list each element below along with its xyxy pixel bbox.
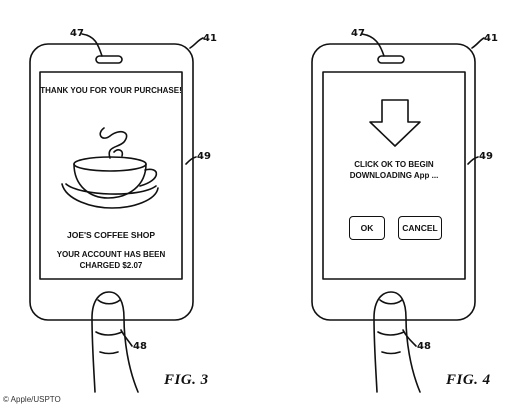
fig3-phone-body: [29, 43, 194, 321]
fig4-label: FIG. 4: [446, 372, 491, 388]
fig4-leader-47: [361, 33, 385, 57]
fig3-ref-41: 41: [203, 33, 217, 44]
image-credit: © Apple/USPTO: [3, 395, 61, 404]
fig3-leader-41: [189, 37, 204, 49]
fig3-label: FIG. 3: [164, 372, 209, 388]
cancel-button[interactable]: CANCEL: [398, 216, 442, 240]
fig3-ref-48: 48: [133, 341, 147, 352]
fig4-ref-47: 47: [351, 28, 365, 39]
fig3-purchase-title: THANK YOU FOR YOUR PURCHASE!: [40, 86, 182, 95]
fig3-leader-47: [81, 33, 103, 57]
fig3-charge-line2: CHARGED $2.07: [79, 261, 143, 270]
fig4-message-line2: DOWNLOADING App ...: [349, 171, 439, 180]
fig4-leader-48: [402, 329, 417, 347]
fig4-ref-41: 41: [484, 33, 498, 44]
fig3-shop-name: JOE'S COFFEE SHOP: [67, 230, 155, 240]
fig4-finger: [373, 291, 421, 393]
fig4-ref-48: 48: [417, 341, 431, 352]
ok-button[interactable]: OK: [349, 216, 385, 240]
fig4-message-line1: CLICK OK TO BEGIN: [354, 160, 434, 169]
fig4-ref-49: 49: [479, 151, 493, 162]
fig3-ref-49: 49: [197, 151, 211, 162]
fig3-finger: [91, 291, 139, 393]
fig4-phone-body: [311, 43, 476, 321]
fig3-ref-47: 47: [70, 28, 84, 39]
down-arrow-icon: [369, 99, 421, 147]
coffee-cup-icon: [61, 127, 159, 209]
fig3-charge-line1: YOUR ACCOUNT HAS BEEN: [56, 250, 166, 259]
fig4-leader-49: [467, 156, 479, 165]
fig3-leader-49: [185, 156, 197, 165]
fig4-leader-41: [471, 37, 485, 49]
